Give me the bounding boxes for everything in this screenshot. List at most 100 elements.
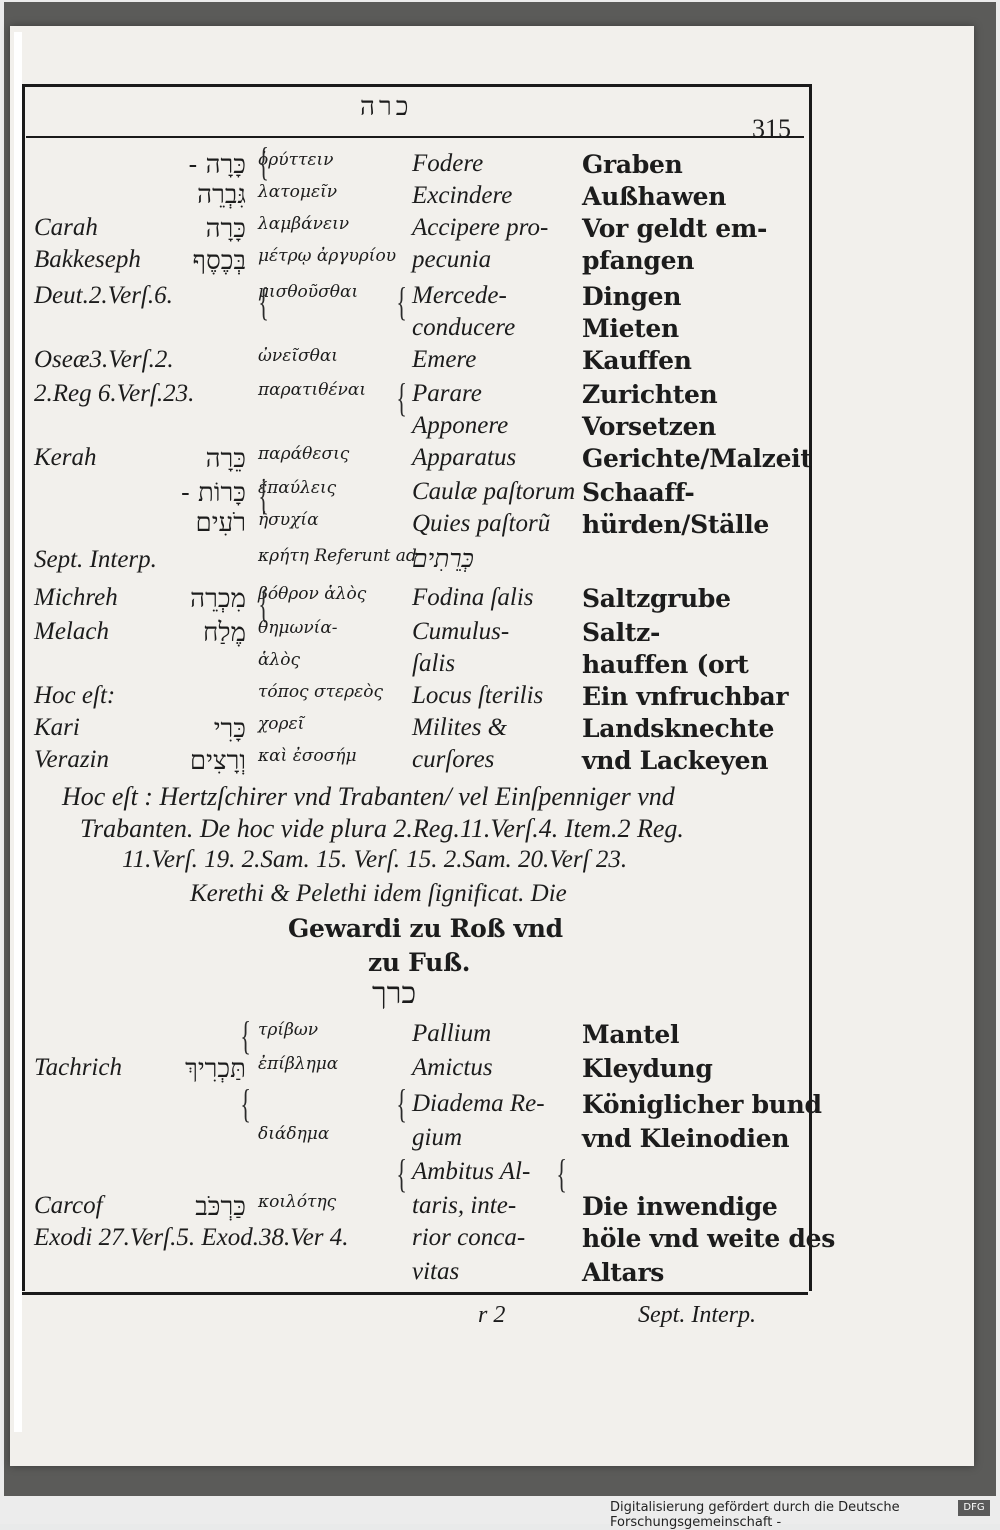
sec1-german-15: hauffen (ort xyxy=(582,650,749,679)
sec1-greek-18: καὶ ἐσοσήμ xyxy=(258,746,357,766)
sec2-label-1: Tachrich xyxy=(34,1054,122,1081)
sec1-latin-7: Parare xyxy=(412,380,482,407)
dfg-logo-icon: DFG xyxy=(958,1500,990,1516)
sec1-hebrew-17: כָּרִי xyxy=(213,714,246,744)
sec1-latin-0: Fodere xyxy=(412,150,484,177)
sec1-greek-6: ὠνεῖσθαι xyxy=(258,346,338,366)
brace-10: { xyxy=(556,1151,567,1196)
sec1-hebrew-9: כֵּרָה xyxy=(205,444,246,474)
sec1-hebrew-14: מֶלַח xyxy=(203,618,246,648)
sec1-latin-6: Emere xyxy=(412,346,477,373)
signature-mark: r 2 xyxy=(478,1302,506,1328)
sec1-greek-14: θημωνία- xyxy=(258,618,338,638)
paragraph-line-4: Kerethi & Pelethi idem ſignificat. Die xyxy=(190,880,567,907)
sec1-german-5: Mieten xyxy=(582,314,679,343)
sec1-latin-18: curſores xyxy=(412,746,495,773)
sec1-greek-2: λαμβάνειν xyxy=(258,214,350,234)
sec1-latin-4: Mercede- xyxy=(412,282,507,309)
sec1-latin-14: Cumulus- xyxy=(412,618,510,645)
sec1-german-17: Landsknechte xyxy=(582,714,775,743)
sec2-latin-3: gium xyxy=(412,1124,462,1151)
sec1-label-3: Bakkeseph xyxy=(34,246,141,273)
sec1-greek-15: ἁλὸς xyxy=(258,650,301,670)
sec2-latin-0: Pallium xyxy=(412,1020,492,1047)
header-rule xyxy=(26,136,804,1288)
sec1-label-18: Verazin xyxy=(34,746,109,773)
sec1-greek-3: μέτρῳ ἀργυρίου xyxy=(258,246,397,266)
sec1-latin-13: Fodina ſalis xyxy=(412,584,534,611)
sec1-german-13: Saltzgrube xyxy=(582,584,731,613)
sec1-label-9: Kerah xyxy=(34,444,97,471)
sec1-greek-16: τόπος στερεὸς xyxy=(258,682,383,702)
sec2-label-6: Exodi 27.Verſ.5. Exod.38.Ver 4. xyxy=(34,1224,349,1251)
brace-2: { xyxy=(396,279,407,324)
sec2-latin-6: rior conca- xyxy=(412,1224,526,1251)
sec2-german-7: Altars xyxy=(582,1258,665,1287)
sec2-german-1: Kleydung xyxy=(582,1054,713,1083)
sec2-hebrew-1: תַּכְרִיךְ xyxy=(185,1054,246,1084)
sec2-german-2: Königlicher bund xyxy=(582,1090,822,1119)
sec1-latin-1: Excindere xyxy=(412,182,513,209)
sec1-german-6: Kauffen xyxy=(582,346,692,375)
paragraph-line-5: Gewardi zu Roß vnd xyxy=(288,914,563,943)
sec1-label-2: Carah xyxy=(34,214,98,241)
sec1-german-11: hürden/Ställe xyxy=(582,510,770,539)
brace-6: { xyxy=(240,1013,251,1058)
sec2-greek-3: διάδημα xyxy=(258,1124,330,1144)
sec1-latin-15: ſalis xyxy=(412,650,456,677)
sec1-latin-9: Apparatus xyxy=(412,444,517,471)
paragraph-line-3: 11.Verſ. 19. 2.Sam. 15. Verſ. 15. 2.Sam.… xyxy=(122,846,628,873)
brace-3: { xyxy=(396,375,407,420)
funding-note: Digitalisierung gefördert durch die Deut… xyxy=(610,1500,900,1530)
catchword: Sept. Interp. xyxy=(638,1302,756,1328)
running-head-hebrew: כרה xyxy=(360,92,413,122)
sec1-german-7: Zurichten xyxy=(582,380,718,409)
sec2-latin-7: vitas xyxy=(412,1258,460,1285)
sec2-greek-0: τρίβων xyxy=(258,1020,319,1040)
sec1-greek-1: λατομεῖν xyxy=(258,182,338,202)
sec1-latin-12: כְּרֵתִים xyxy=(412,546,474,573)
sec1-label-17: Kari xyxy=(34,714,80,741)
sec2-latin-5: taris, inte- xyxy=(412,1192,517,1219)
sec1-german-16: Ein vnfruchbar xyxy=(582,682,789,711)
sec1-greek-13: βόθρον ἁλὸς xyxy=(258,584,367,604)
sec2-latin-4: Ambitus Al- xyxy=(412,1158,531,1185)
book-page xyxy=(10,26,974,1466)
brace-7: { xyxy=(240,1081,251,1126)
sec1-latin-3: pecunia xyxy=(412,246,492,273)
sec2-german-6: höle vnd weite des xyxy=(582,1224,835,1253)
sec1-label-14: Melach xyxy=(34,618,109,645)
sec1-german-10: Schaaff- xyxy=(582,478,695,507)
sec1-german-18: vnd Lackeyen xyxy=(582,746,769,775)
sec1-hebrew-3: בְּכֶסֶף xyxy=(192,246,247,276)
sec1-german-3: pfangen xyxy=(582,246,695,275)
brace-5: { xyxy=(258,581,269,626)
sec1-hebrew-10: כָּרוֹת - רֹעִים xyxy=(180,478,246,538)
sec2-german-5: Die inwendige xyxy=(582,1192,778,1221)
sec1-latin-8: Apponere xyxy=(412,412,509,439)
sec1-label-6: Oseæ3.Verſ.2. xyxy=(34,346,174,373)
sec2-latin-1: Amictus xyxy=(412,1054,493,1081)
sec1-label-12: Sept. Interp. xyxy=(34,546,157,573)
sec1-latin-5: conducere xyxy=(412,314,516,341)
text-frame xyxy=(22,84,812,1291)
sec2-greek-1: ἐπίβλημα xyxy=(258,1054,339,1074)
sec1-hebrew-13: מִכְרֵה xyxy=(190,584,246,614)
sec1-german-9: Gerichte/Malzeit xyxy=(582,444,812,473)
brace-9: { xyxy=(396,1151,407,1196)
sec1-latin-2: Accipere pro- xyxy=(412,214,549,241)
sec1-german-2: Vor geldt em- xyxy=(582,214,768,243)
page-number: 315 xyxy=(752,114,791,143)
sec1-hebrew-2: כָּרָה xyxy=(205,214,246,244)
sec1-latin-11: Quies paſtorũ xyxy=(412,510,551,537)
sec1-german-0: Graben xyxy=(582,150,683,179)
paragraph-line-6: zu Fuß. xyxy=(368,948,471,977)
color-card-strip xyxy=(14,32,22,1432)
paragraph-line-1: Hoc eſt : Hertzſchirer vnd Trabanten/ ve… xyxy=(62,782,675,811)
paragraph-line-2: Trabanten. De hoc vide plura 2.Reg.11.Ve… xyxy=(80,814,684,843)
sec1-german-14: Saltz- xyxy=(582,618,661,647)
sec1-german-4: Dingen xyxy=(582,282,682,311)
sec1-label-4: Deut.2.Verſ.6. xyxy=(34,282,173,309)
brace-4: { xyxy=(258,473,269,518)
sec2-german-3: vnd Kleinodien xyxy=(582,1124,790,1153)
